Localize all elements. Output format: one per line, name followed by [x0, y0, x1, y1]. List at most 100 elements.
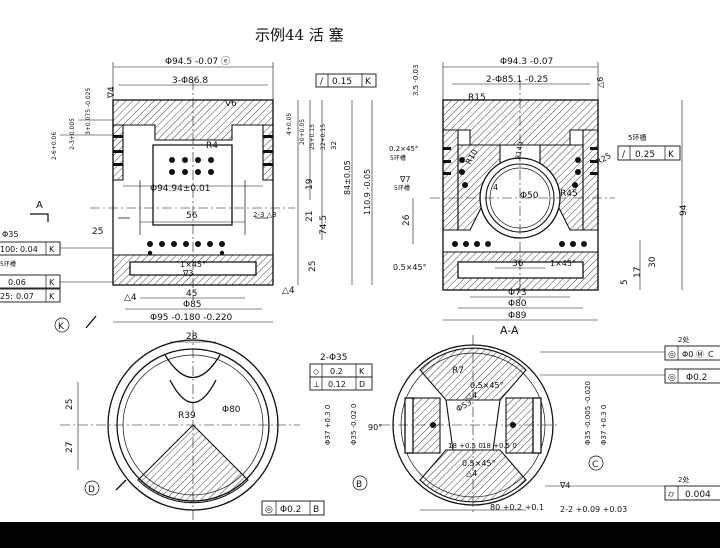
dim-2-3: 2-3 △3	[253, 211, 277, 219]
dim-45: 45	[186, 289, 197, 299]
dim-110-9: 110.9 -0.05	[363, 169, 372, 215]
svg-text:0.2: 0.2	[330, 367, 343, 376]
section-ring-grooves	[443, 147, 598, 175]
bottom-black-bar	[0, 522, 720, 548]
dim-95: Φ95 -0.180 -0.220	[150, 313, 233, 323]
section-marker-a-left: A	[36, 200, 43, 211]
datum-b-marker: B	[356, 480, 362, 490]
svg-text:D: D	[359, 380, 365, 389]
sec-r140: R140	[514, 141, 525, 160]
dim-groove-dia: 3-Φ86.8	[172, 76, 208, 86]
dim-84: 84±0.05	[343, 160, 352, 195]
tri-4-right: △4	[282, 286, 295, 296]
dim-94-94: Φ94.94±0.01	[150, 184, 210, 194]
sec-rings-2: 5环槽	[394, 184, 410, 192]
svg-text:Φ0.2: Φ0.2	[280, 505, 301, 515]
sec-d89: Φ89	[508, 311, 527, 321]
bm-angle-90: 90°	[368, 423, 382, 432]
svg-text:K: K	[49, 292, 55, 301]
svg-text:0.06: 0.06	[8, 278, 26, 287]
svg-text:K: K	[49, 245, 55, 254]
bm-d35a: Φ35 -0.02 0	[350, 404, 358, 445]
dim-85: Φ85	[183, 300, 202, 310]
svg-text:32+0.15: 32+0.15	[320, 124, 327, 150]
sec-d80: Φ80	[508, 299, 527, 309]
bl-d80: Φ80	[222, 405, 241, 415]
sec-v7: ∇7	[399, 175, 410, 184]
sec-rings: 5环槽	[390, 154, 406, 162]
svg-text:◇: ◇	[313, 367, 320, 376]
dim-r4: R4	[206, 141, 218, 151]
svg-text:4+0.05: 4+0.05	[286, 113, 293, 135]
svg-text:100:: 100:	[0, 245, 18, 254]
bm-d18a: 18 +0.5 0	[448, 442, 483, 450]
dim-25-left: 25	[92, 227, 103, 237]
svg-text:K: K	[365, 77, 372, 87]
svg-text:⊥: ⊥	[313, 380, 320, 389]
bm-c05a: 0.5×45°	[470, 381, 504, 390]
runout-frame-top: / 0.15 K	[315, 73, 377, 88]
sec-label-aa: A-A	[500, 324, 519, 337]
sec-d73: Φ73	[508, 288, 527, 298]
bl-dim-25: 25	[65, 399, 75, 410]
sec-r45: R45	[560, 189, 578, 199]
dim-56: 56	[186, 211, 198, 221]
chamfer-1x45: 1×45°	[180, 260, 206, 269]
sec-h5: 5	[620, 279, 630, 285]
datum-k-marker: K	[58, 322, 65, 332]
svg-text:◎: ◎	[668, 350, 676, 360]
sec-c05: 0.5×45°	[393, 263, 427, 272]
dim-25-right: 25	[308, 261, 318, 272]
svg-text:0.15: 0.15	[332, 77, 352, 87]
svg-text:2处: 2处	[678, 475, 689, 484]
sec-tri-6: △6	[596, 77, 605, 88]
svg-text:2-6+0.06: 2-6+0.06	[51, 132, 58, 160]
svg-text:◎: ◎	[668, 373, 676, 383]
roughness-v6: ∇6	[224, 99, 237, 109]
dim-top-dia: Φ94.5 -0.07 ⓔ	[165, 56, 230, 67]
svg-text:0.04: 0.04	[20, 245, 38, 254]
roughness-v4: ∇4	[107, 86, 117, 99]
bm-holes: 2-Φ35	[320, 353, 348, 363]
front-view: Φ94.5 -0.07 ⓔ 3-Φ86.8 / 0.15 K ∇6 ∇4 R4 …	[0, 56, 377, 333]
svg-text:B: B	[313, 505, 319, 515]
svg-text:⌭: ⌭	[668, 490, 675, 500]
sec-h94: 94	[679, 204, 689, 216]
sec-h30: 30	[648, 256, 658, 268]
svg-text:◎: ◎	[265, 505, 273, 515]
bm-d80: 80 +0.2 +0.1	[490, 503, 544, 512]
sec-h26: 26	[402, 214, 412, 226]
dim-19: 19	[305, 178, 315, 190]
bl-dim-27: 27	[65, 442, 75, 453]
svg-text:0.12: 0.12	[328, 380, 346, 389]
dim-32: 32	[330, 141, 338, 150]
datum-c-marker: C	[592, 460, 598, 470]
sec-dim-grooves: 2-Φ85.1 -0.25	[486, 75, 548, 85]
left-small-dims: 2-6+0.06 2-3+0.005 3+0.075 -0.025	[51, 88, 92, 160]
bm-r7: R7	[452, 366, 464, 376]
sec-4: 4	[493, 183, 498, 192]
bm-v4: ∇4	[559, 481, 570, 490]
svg-text:20+0.05: 20+0.05	[299, 119, 306, 145]
svg-text:2-3+0.005: 2-3+0.005	[69, 118, 76, 150]
roughness-d3: ∇3	[182, 269, 193, 278]
sec-d36: 36	[512, 259, 524, 269]
svg-text:0.004: 0.004	[685, 490, 711, 500]
svg-text:C: C	[708, 350, 714, 359]
bm-grooves: 2-2 +0.09 +0.03	[560, 505, 627, 514]
svg-text:Φ35: Φ35	[2, 230, 18, 239]
svg-text:25+0.15: 25+0.15	[309, 124, 316, 150]
bottom-view-left: 28 25 27 R39 Φ80 D ◎ Φ0.2 B	[60, 330, 325, 520]
sec-r15: R15	[468, 93, 486, 103]
svg-text:0.07: 0.07	[16, 292, 34, 301]
section-holes	[452, 157, 587, 247]
sec-d50: Φ50	[520, 191, 539, 201]
boss-holes-row-2	[147, 241, 225, 256]
svg-text:/: /	[320, 77, 324, 87]
drawing-title: 示例44 活 塞	[255, 26, 344, 44]
bm-a4a: △4	[466, 391, 477, 400]
sec-runout-frame: 5环槽 / 0.25 K	[617, 133, 681, 161]
svg-text:K: K	[49, 278, 55, 287]
svg-text:/: /	[622, 150, 626, 160]
